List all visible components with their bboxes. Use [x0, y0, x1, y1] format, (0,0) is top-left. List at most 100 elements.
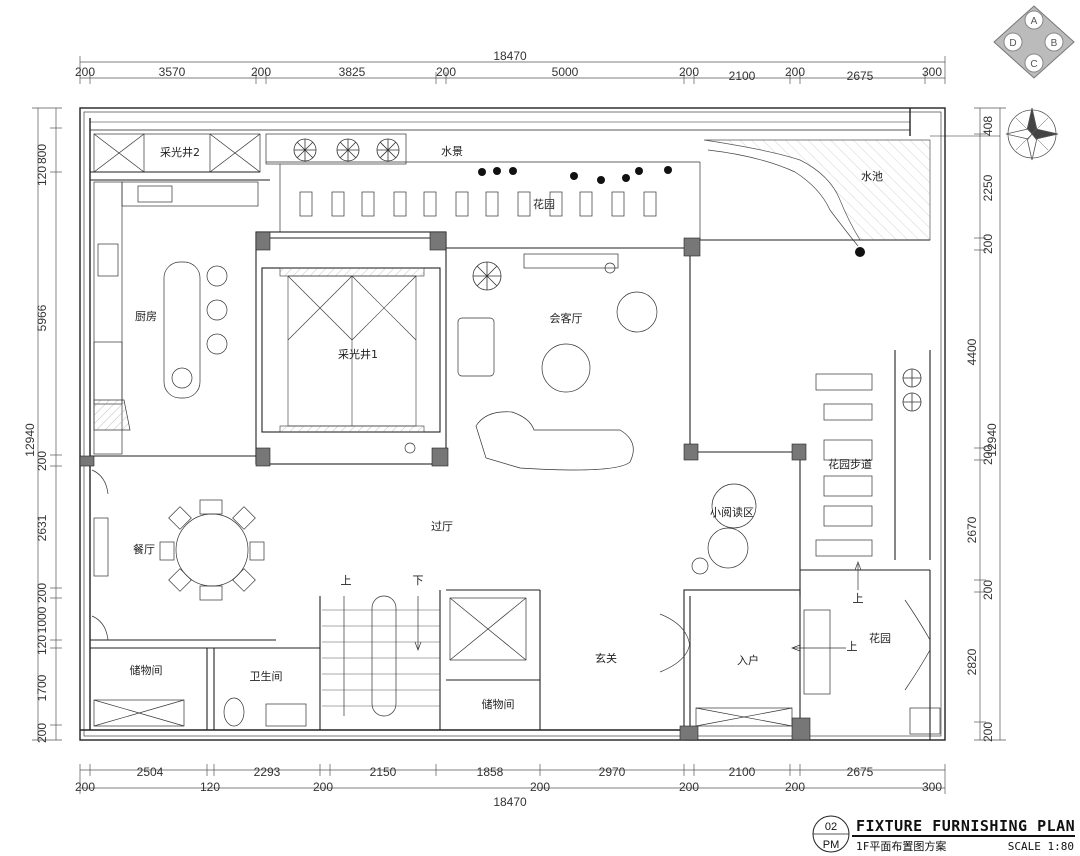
dim-bottom-seg: 1858 — [477, 765, 504, 779]
label-up-stair: 上 — [341, 574, 352, 587]
drawing-code: PM — [823, 839, 840, 851]
label-kitchen: 厨房 — [135, 310, 157, 323]
compass-b: B — [1051, 38, 1058, 49]
dim-bottom-seg: 200 — [75, 780, 95, 794]
dim-bottom-seg: 300 — [922, 780, 942, 794]
dims-top-text: 18470 200 3570 200 3825 200 5000 200 210… — [75, 49, 942, 83]
label-dining: 餐厅 — [133, 542, 155, 556]
dim-bottom-seg: 200 — [313, 780, 333, 794]
plant-icon — [336, 138, 360, 162]
plant-icon — [902, 392, 922, 412]
drawing-number: 02 — [825, 821, 837, 833]
dims-left-text: 12940 120 800 5966 200 2631 200 1000 120… — [23, 144, 49, 743]
dim-bottom-seg: 2675 — [847, 765, 874, 779]
plant-icon — [376, 138, 400, 162]
dim-top-seg: 200 — [785, 65, 805, 79]
dim-right-seg: 408 — [981, 116, 995, 136]
dim-top-seg: 200 — [679, 65, 699, 79]
compass-c: C — [1030, 59, 1037, 70]
label-storage-1: 储物间 — [130, 663, 163, 677]
dim-bottom-seg: 2293 — [254, 765, 281, 779]
dim-top-seg: 3570 — [159, 65, 186, 79]
dim-left-seg: 1700 — [35, 674, 49, 701]
label-skylight1: 采光井1 — [338, 347, 378, 361]
label-down-stair: 下 — [413, 574, 424, 587]
dim-bottom-seg: 200 — [679, 780, 699, 794]
label-pond: 水池 — [861, 170, 883, 183]
dim-right-seg: 200 — [981, 580, 995, 600]
label-skylight2: 采光井2 — [160, 145, 200, 159]
dim-left-seg: 200 — [35, 723, 49, 743]
dim-left-seg: 120 — [35, 635, 49, 655]
dim-bottom-seg: 120 — [200, 780, 220, 794]
dim-top-seg: 300 — [922, 65, 942, 79]
plants — [293, 138, 922, 412]
dim-top-seg: 2100 — [729, 69, 756, 83]
dim-left-seg: 2631 — [35, 514, 49, 541]
dim-top-seg: 3825 — [339, 65, 366, 79]
dim-top-seg: 200 — [75, 65, 95, 79]
label-water-feature: 水景 — [441, 145, 463, 158]
plant-icon — [472, 261, 502, 291]
dimension-lines — [32, 56, 1006, 794]
columns — [79, 231, 811, 741]
drawing-subtitle: 1F平面布置图方案 — [856, 839, 946, 853]
dim-top-total: 18470 — [493, 49, 527, 63]
dim-right-seg: 2670 — [965, 516, 979, 543]
top-strip — [93, 133, 931, 247]
label-hall: 过厅 — [431, 520, 453, 533]
furniture — [91, 181, 941, 735]
dim-left-total: 12940 — [23, 423, 37, 457]
dims-bottom-text: 2504 2293 2150 1858 2970 2100 2675 200 1… — [75, 765, 942, 809]
north-arrow-icon — [1005, 107, 1059, 161]
dim-bottom-total: 18470 — [493, 795, 527, 809]
view-compass: A B C D — [993, 5, 1075, 79]
dim-bottom-seg: 2970 — [599, 765, 626, 779]
dim-bottom-seg: 2150 — [370, 765, 397, 779]
dim-right-total: 12940 — [985, 423, 999, 457]
label-reading: 小阅读区 — [710, 505, 754, 519]
dim-right-seg: 2250 — [981, 174, 995, 201]
dim-bottom-seg: 200 — [785, 780, 805, 794]
label-storage-2: 储物间 — [482, 697, 515, 711]
room-labels: 采光井2 水景 花园 水池 厨房 会客厅 采光井1 花园步道 过厅 小阅读区 餐… — [130, 145, 892, 711]
dim-bottom-seg: 200 — [530, 780, 550, 794]
dim-left-seg: 200 — [35, 451, 49, 471]
dim-left-seg: 5966 — [35, 304, 49, 331]
dim-left-seg: 800 — [35, 144, 49, 164]
plant-icon — [293, 138, 317, 162]
dim-right-seg: 200 — [981, 234, 995, 254]
label-bathroom: 卫生间 — [250, 669, 283, 683]
dim-top-seg: 200 — [436, 65, 456, 79]
dim-left-seg: 200 — [35, 583, 49, 603]
direction-arrows — [791, 561, 862, 652]
dim-right-seg: 4400 — [965, 338, 979, 365]
compass-d: D — [1009, 38, 1016, 49]
dim-bottom-seg: 2100 — [729, 765, 756, 779]
dim-top-seg: 2675 — [847, 69, 874, 83]
dim-top-seg: 200 — [251, 65, 271, 79]
dim-right-seg: 200 — [981, 445, 995, 465]
dim-left-seg: 120 — [35, 166, 49, 186]
dim-left-seg: 1000 — [35, 606, 49, 633]
drawing-title: FIXTURE FURNISHING PLAN — [856, 817, 1075, 835]
label-up-entry: 上 — [847, 640, 858, 653]
dim-right-seg: 2820 — [965, 648, 979, 675]
compass-a: A — [1031, 16, 1038, 27]
dim-bottom-seg: 2504 — [137, 765, 164, 779]
outer-walls — [79, 107, 1000, 741]
label-entry: 入户 — [737, 653, 759, 667]
label-foyer: 玄关 — [595, 651, 617, 665]
title-block: 02 PM FIXTURE FURNISHING PLAN 1F平面布置图方案 … — [812, 815, 1075, 853]
label-garden-path: 花园步道 — [828, 457, 872, 471]
label-garden-right: 花园 — [869, 632, 891, 645]
label-up-garden: 上 — [853, 592, 864, 605]
skylight1-glazing — [279, 267, 425, 433]
dims-right-text: 12940 408 2250 200 4400 200 2670 200 282… — [965, 116, 999, 742]
label-living: 会客厅 — [550, 311, 583, 325]
label-garden-top: 花园 — [533, 198, 555, 211]
dim-right-seg: 200 — [981, 722, 995, 742]
dim-top-seg: 5000 — [552, 65, 579, 79]
